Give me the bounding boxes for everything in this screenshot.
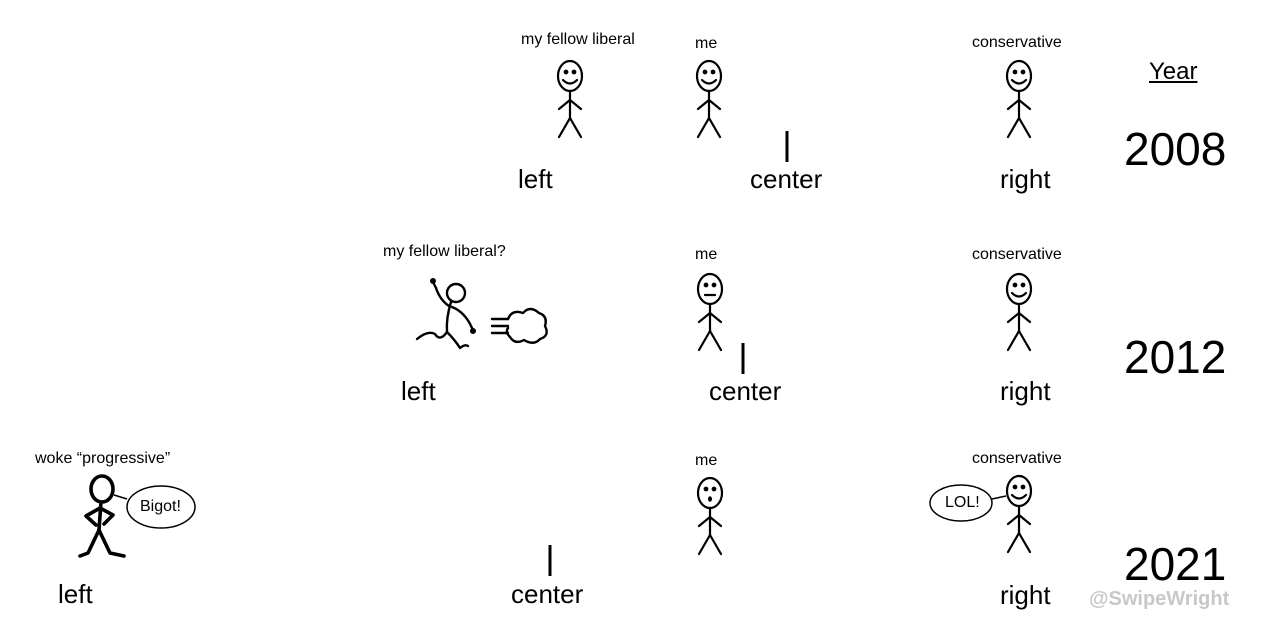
conservative-label-2012: conservative	[972, 246, 1062, 263]
liberal-label-2008: my fellow liberal	[521, 31, 635, 48]
lol-bubble-tail	[991, 495, 1007, 500]
liberal-stick-figure-2008	[556, 59, 584, 139]
conservative-label-2021: conservative	[972, 450, 1062, 467]
bigot-speech-bubble	[126, 485, 196, 529]
conservative-label-2008: conservative	[972, 34, 1062, 51]
conservative-stick-figure-2008	[1005, 59, 1033, 139]
axis-center-label-2021: center	[511, 579, 584, 609]
axis-left-label-2021: left	[58, 579, 93, 609]
bigot-bubble-tail	[113, 494, 128, 500]
woke-progressive-figure-2021	[78, 474, 126, 558]
me-stick-figure-2008	[695, 59, 723, 139]
axis-center-label-2012: center	[709, 376, 782, 406]
me-stick-figure-2021	[696, 476, 724, 556]
year-label-2008: 2008	[1124, 123, 1227, 175]
year-label-2021: 2021	[1124, 538, 1227, 590]
me-label-2008: me	[695, 35, 718, 52]
conservative-stick-figure-2021	[1005, 474, 1033, 554]
axis-center-label-2008: center	[750, 164, 823, 194]
liberal-label-2012: my fellow liberal?	[383, 243, 506, 260]
me-label-2012: me	[695, 246, 718, 263]
axis-right-label-2012: right	[1000, 376, 1051, 406]
axis-left-label-2008: left	[518, 164, 553, 194]
author-watermark: @SwipeWright	[1089, 588, 1230, 610]
liberal-label-2021: woke “progressive”	[35, 450, 171, 467]
conservative-stick-figure-2012	[1005, 272, 1033, 352]
running-liberal-figure-2012	[415, 278, 548, 350]
me-stick-figure-2012	[696, 272, 724, 352]
lol-bubble-text: LOL!	[945, 494, 980, 511]
bigot-bubble-text: Bigot!	[140, 498, 181, 515]
axis-right-label-2021: right	[1000, 580, 1051, 610]
year-label-2012: 2012	[1124, 331, 1227, 383]
axis-right-label-2008: right	[1000, 164, 1051, 194]
lol-speech-bubble	[929, 484, 993, 522]
axis-left-label-2012: left	[401, 376, 436, 406]
year-column-header: Year	[1149, 58, 1198, 85]
me-label-2021: me	[695, 452, 718, 469]
